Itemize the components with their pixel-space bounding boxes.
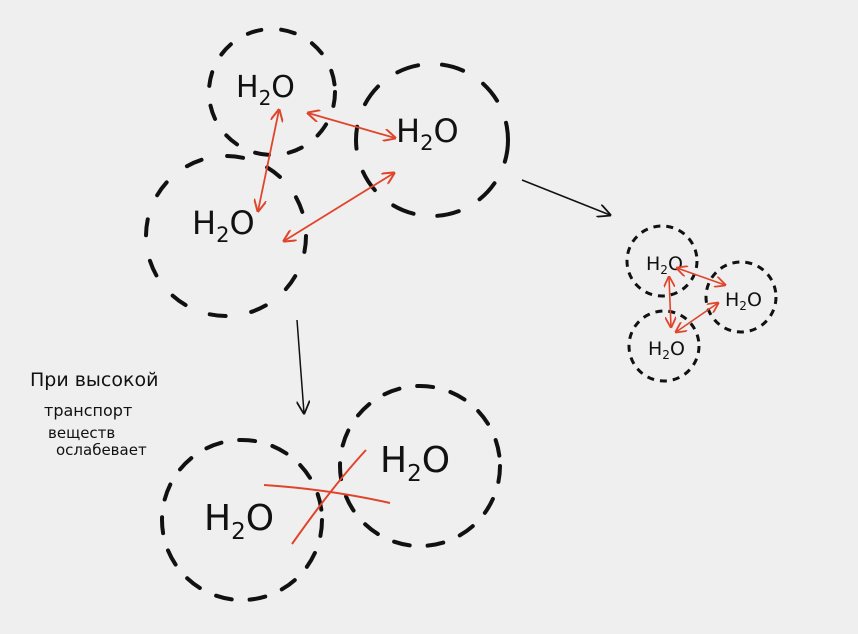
molecule-label: H2O bbox=[648, 338, 685, 362]
interaction-arrow bbox=[677, 268, 725, 285]
molecule-label: H2O bbox=[396, 112, 459, 155]
cross-mark bbox=[291, 449, 367, 545]
cluster-separated: H2O H2O bbox=[160, 384, 502, 602]
cross-mark bbox=[263, 484, 391, 504]
molecule-label: H2O bbox=[380, 440, 450, 487]
note-line-2: транспорт bbox=[44, 401, 132, 420]
interaction-arrow bbox=[258, 110, 279, 211]
cluster-small: H2O H2O H2O bbox=[625, 224, 778, 383]
molecule-shell-small-right bbox=[704, 260, 778, 334]
molecule-label: H2O bbox=[236, 70, 295, 110]
molecule-shell-small-top bbox=[625, 224, 699, 298]
transition-arrow-right bbox=[521, 179, 610, 215]
interaction-arrow bbox=[284, 173, 394, 241]
cluster-large: H2O H2O H2O bbox=[144, 27, 510, 318]
molecule-label: H2O bbox=[204, 498, 274, 545]
molecule-label: H2O bbox=[646, 253, 683, 277]
note-line-1: При высокой bbox=[30, 369, 158, 391]
molecule-shell-top bbox=[207, 27, 337, 157]
note-line-3: веществ bbox=[48, 424, 115, 442]
note-line-4: ослабевает bbox=[56, 441, 147, 459]
transition-arrow-down bbox=[296, 319, 304, 413]
molecule-label: H2O bbox=[725, 289, 762, 313]
molecule-shell-bottom-left bbox=[160, 438, 324, 602]
molecule-label: H2O bbox=[192, 204, 255, 247]
interaction-arrow bbox=[676, 303, 718, 332]
molecule-shell-bottom-right bbox=[338, 384, 502, 548]
interaction-arrow bbox=[308, 113, 395, 138]
interaction-arrow bbox=[669, 277, 671, 327]
note: При высокой транспорт веществ ослабевает bbox=[30, 369, 158, 459]
molecule-shell-small-bottom bbox=[627, 309, 701, 383]
